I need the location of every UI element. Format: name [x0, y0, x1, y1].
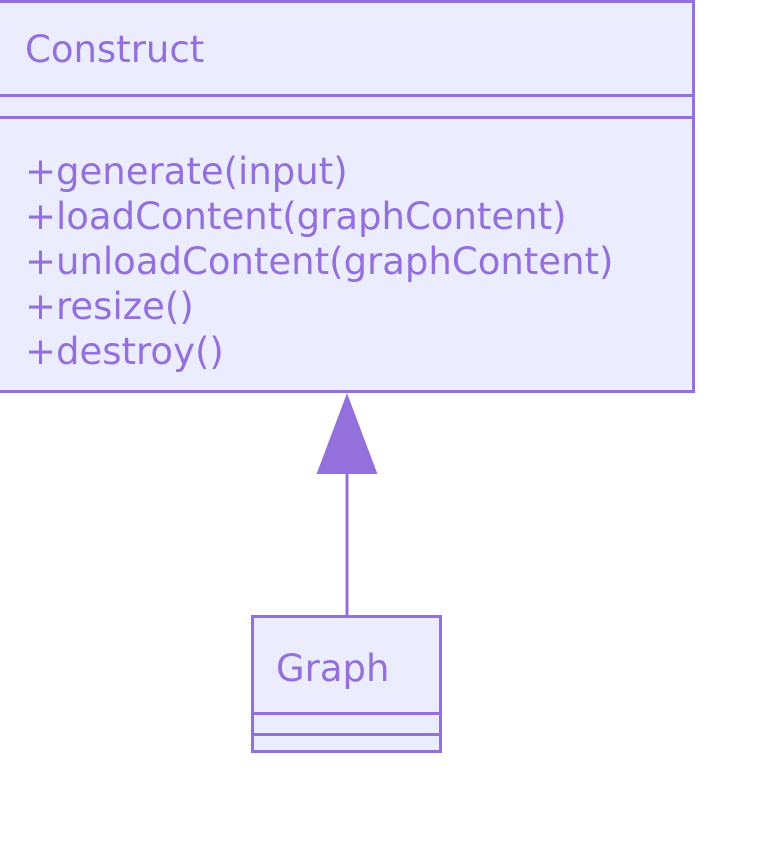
class-construct-methods: +generate(input) +loadContent(graphConte… [0, 149, 692, 374]
method-generate: +generate(input) [25, 150, 348, 193]
class-construct-attributes-divider [0, 94, 692, 97]
inheritance-arrowhead-icon [316, 393, 378, 474]
method-destroy: +destroy() [25, 330, 224, 373]
method-unload-content: +unloadContent(graphContent) [25, 240, 614, 283]
class-graph-methods-divider [254, 733, 439, 736]
class-construct[interactable]: Construct +generate(input) +loadContent(… [0, 0, 695, 393]
class-construct-methods-divider [0, 116, 692, 119]
method-resize: +resize() [25, 285, 194, 328]
class-graph[interactable]: Graph [251, 615, 442, 753]
method-load-content: +loadContent(graphContent) [25, 195, 567, 238]
class-construct-title: Construct [25, 28, 205, 71]
class-graph-attributes-divider [254, 712, 439, 715]
class-graph-title: Graph [276, 647, 390, 690]
